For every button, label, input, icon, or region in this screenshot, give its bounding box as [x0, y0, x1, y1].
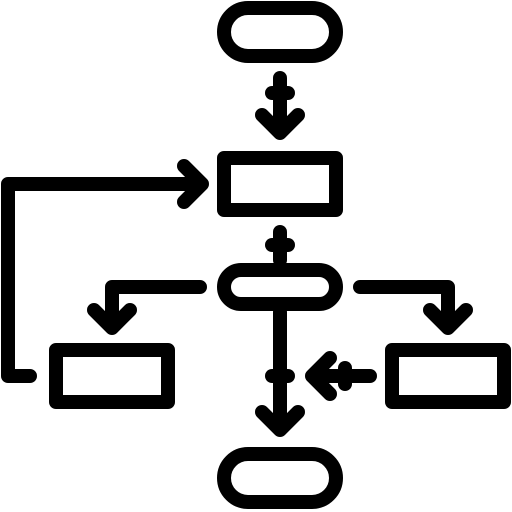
- connector-branch-left-to-process: [1, 159, 209, 383]
- decision-terminator: [217, 263, 343, 311]
- process-box: [217, 151, 343, 217]
- connector-decision-to-branch-left: [87, 280, 207, 335]
- start-terminator: [217, 1, 343, 63]
- connector-decision-to-end: [255, 305, 305, 437]
- branch-left-box: [49, 343, 175, 409]
- connector-process-to-decision: [265, 225, 295, 267]
- connector-branch-right-to-decision: [305, 351, 377, 401]
- branch-right-box: [385, 343, 511, 409]
- end-terminator: [217, 447, 343, 509]
- connector-decision-to-branch-right: [353, 280, 473, 335]
- connector-start-to-process: [255, 71, 305, 140]
